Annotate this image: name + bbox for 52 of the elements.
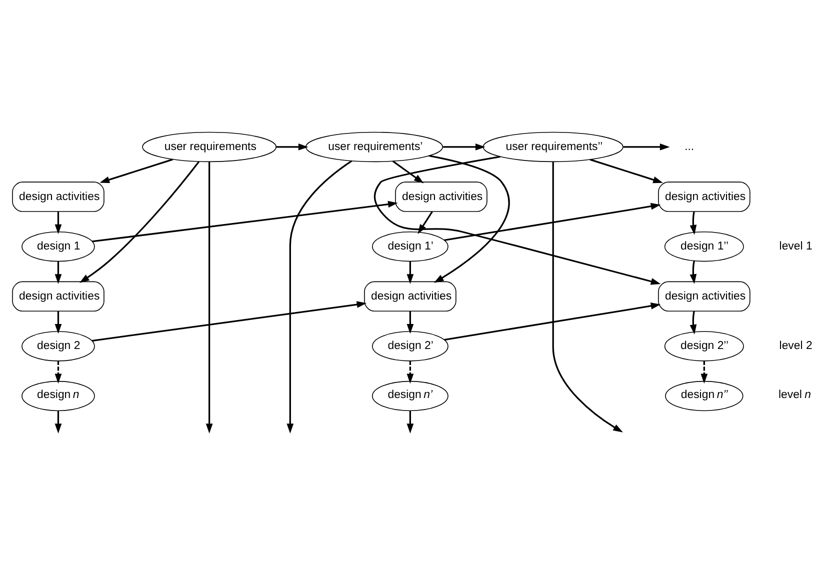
node-ellipse: user requirements’’ xyxy=(482,131,624,162)
arrow xyxy=(406,260,414,284)
node-box: design activities xyxy=(12,280,104,312)
arrow xyxy=(418,210,433,234)
arrow xyxy=(100,158,173,183)
arrow xyxy=(80,160,200,282)
arrow xyxy=(590,158,663,183)
arrow xyxy=(92,200,398,242)
node-ellipse: user requirements’ xyxy=(306,131,444,162)
arrow xyxy=(444,202,661,240)
arrow xyxy=(700,360,708,384)
arrow xyxy=(690,210,697,234)
arrow xyxy=(443,143,486,150)
node-box: design activities xyxy=(364,280,456,312)
arrow xyxy=(276,143,308,150)
arrow xyxy=(392,160,424,183)
node-ellipse: design n xyxy=(22,380,95,411)
arrow xyxy=(690,260,697,284)
arrow xyxy=(206,161,213,433)
label: level 2 xyxy=(779,340,812,352)
arrow xyxy=(54,360,62,384)
node-box: design activities xyxy=(658,181,750,212)
arrow xyxy=(406,410,414,433)
node-ellipse: design 2 xyxy=(22,330,95,361)
arrow xyxy=(429,154,510,282)
arrow xyxy=(406,310,414,334)
arrow xyxy=(374,155,661,284)
arrow xyxy=(690,310,697,334)
node-box: design activities xyxy=(12,181,104,212)
arrow xyxy=(54,211,62,234)
node-ellipse: design 1’ xyxy=(372,230,448,262)
node-ellipse: design 2’’ xyxy=(664,330,744,361)
node-ellipse: design 1’’ xyxy=(664,230,744,262)
arrow xyxy=(444,302,661,340)
arrow xyxy=(623,143,670,150)
node-box: design activities xyxy=(658,280,750,312)
node-ellipse: design 1 xyxy=(22,230,95,262)
label: level n xyxy=(778,388,811,401)
node-text: ... xyxy=(684,140,694,152)
node-ellipse: design 2’ xyxy=(372,330,448,361)
arrow xyxy=(54,260,62,284)
arrow xyxy=(406,360,414,384)
node-ellipse: design n’’ xyxy=(665,380,744,411)
arrow xyxy=(54,410,62,433)
arrow xyxy=(552,161,623,432)
node-ellipse: user requirements xyxy=(142,131,276,162)
label: level 1 xyxy=(779,240,812,252)
node-box: design activities xyxy=(395,181,488,212)
node-ellipse: design n’ xyxy=(372,380,448,411)
arrow xyxy=(54,310,62,334)
arrow xyxy=(286,160,352,433)
arrow xyxy=(92,300,367,342)
